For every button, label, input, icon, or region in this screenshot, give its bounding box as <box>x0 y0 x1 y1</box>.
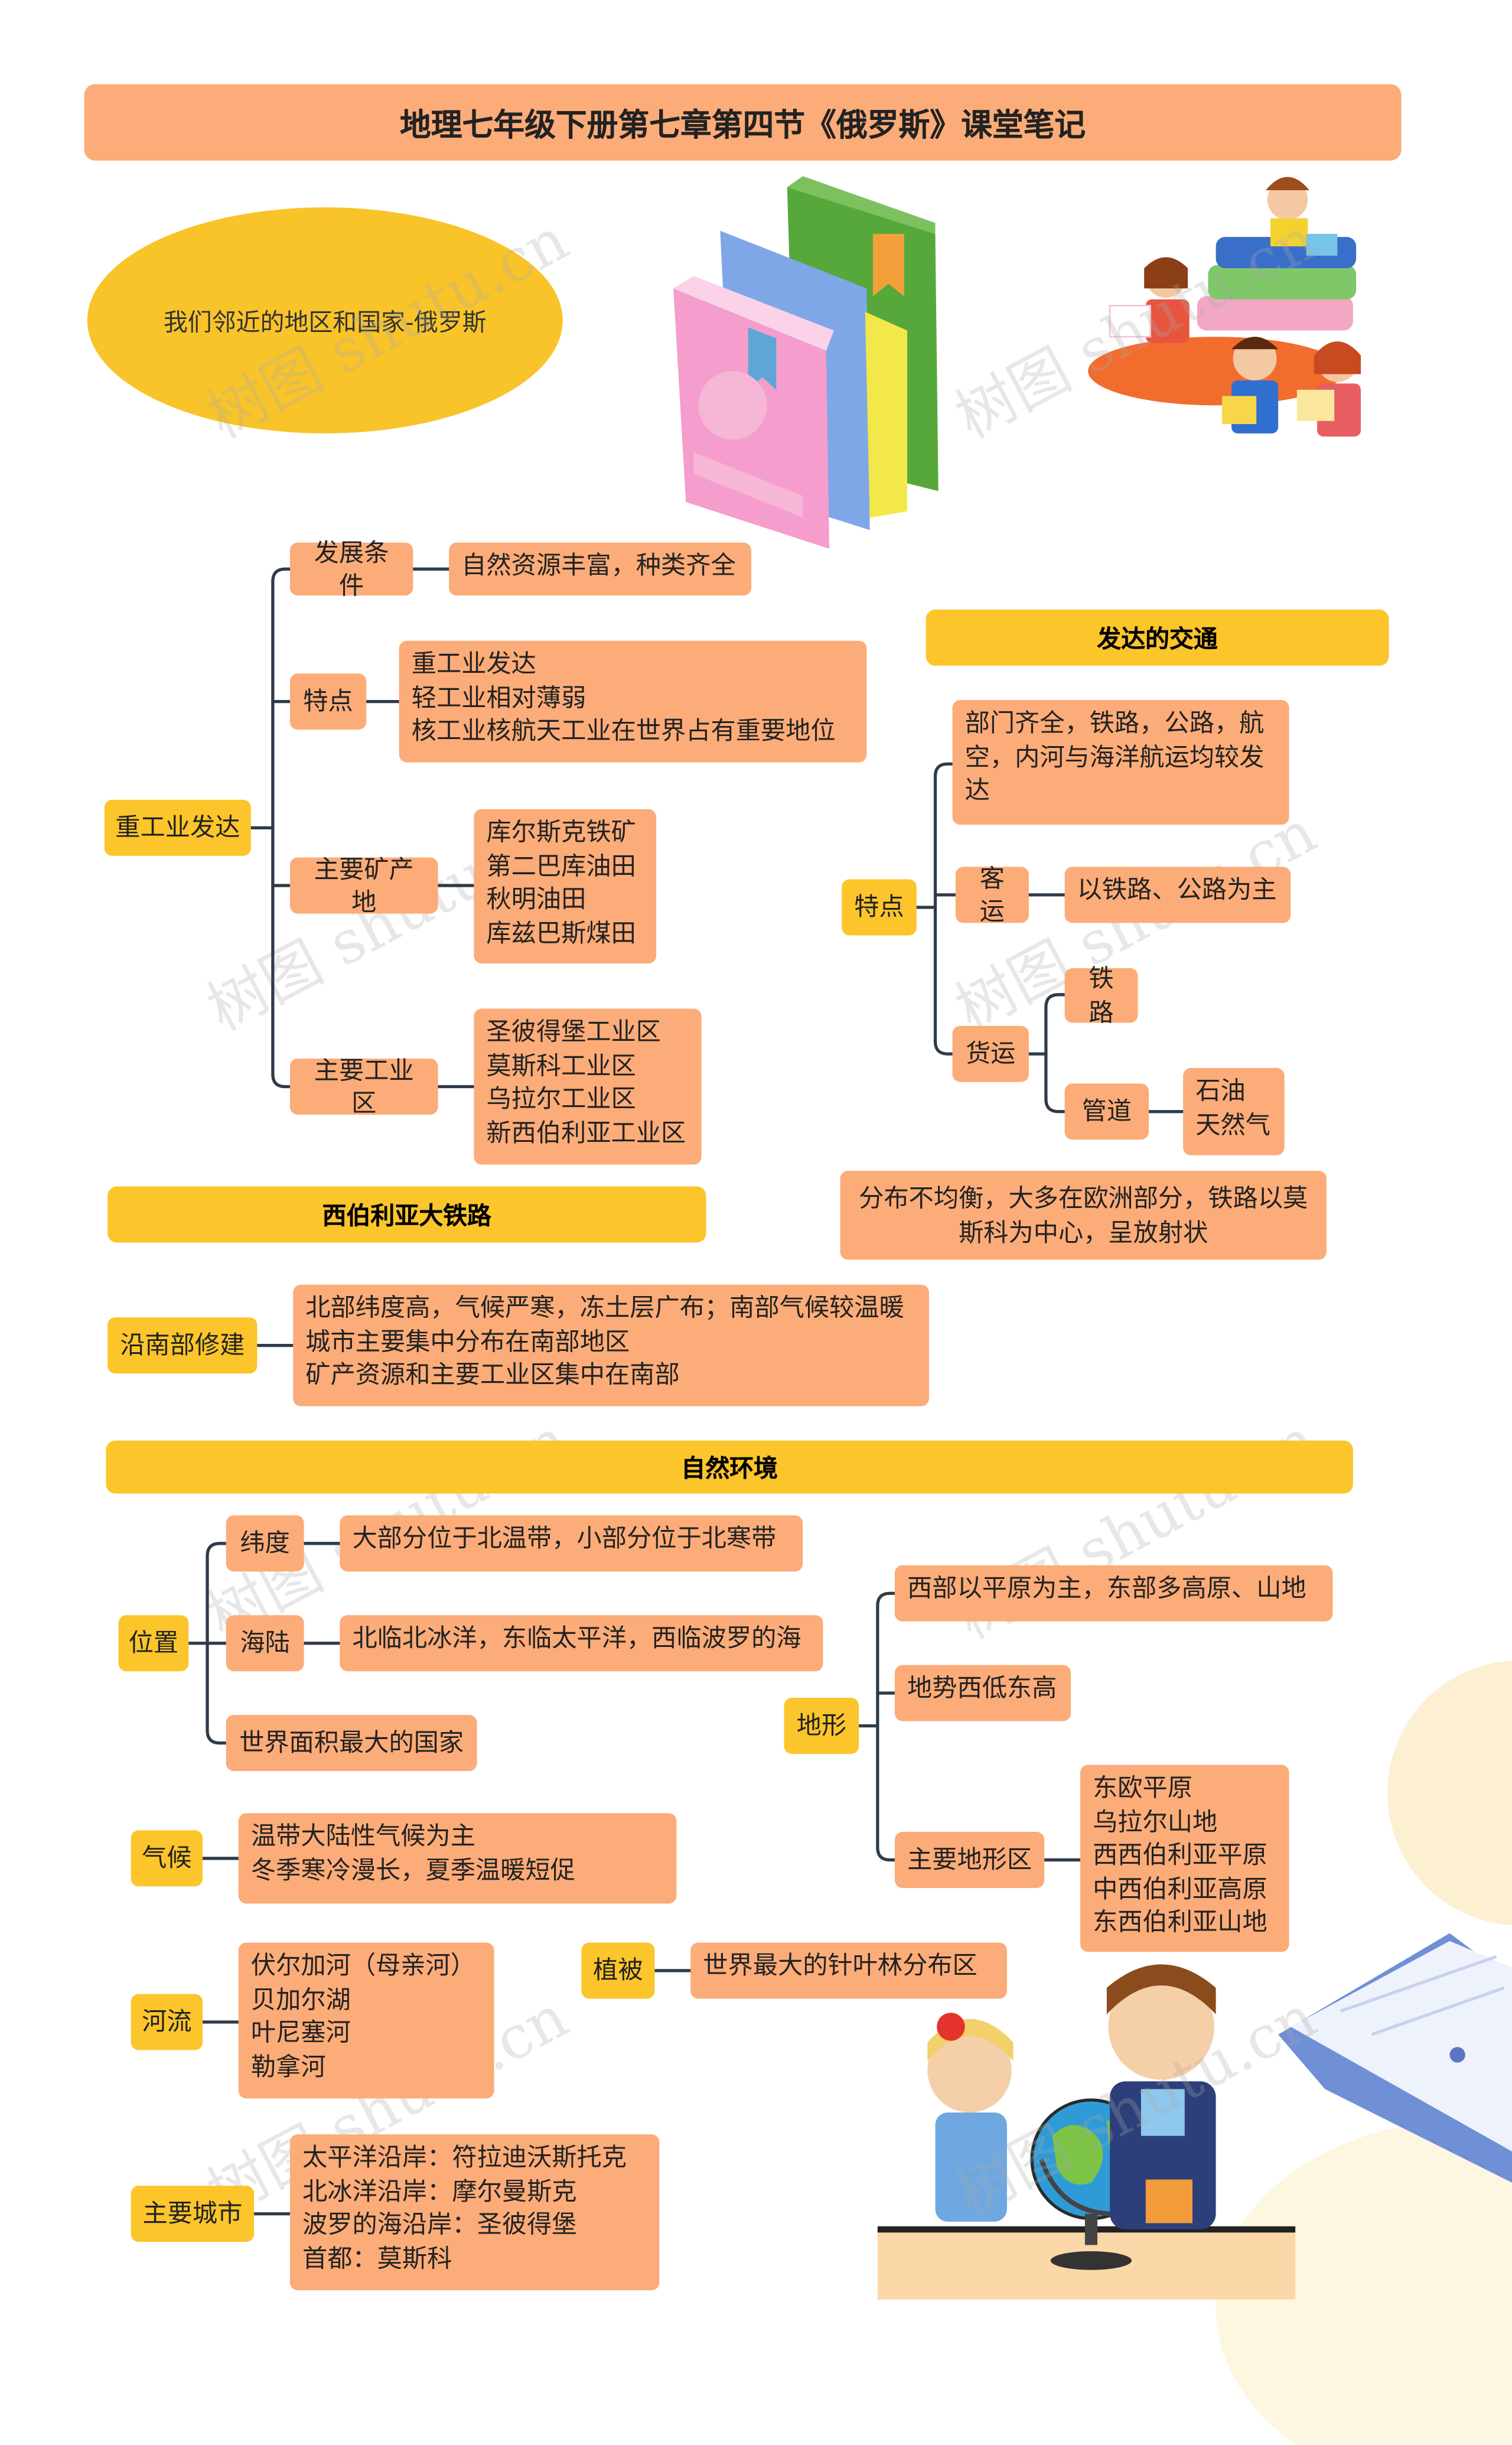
nature-header: 自然环境 <box>106 1440 1353 1494</box>
pipeline-node: 管道 <box>1064 1083 1149 1140</box>
position-root: 位置 <box>118 1615 189 1672</box>
river-value: 伏尔加河（母亲河） 贝加尔湖 叶尼塞河 勒拿河 <box>238 1942 494 2099</box>
siberia-value: 北部纬度高，气候严寒，冻土层广布；南部气候较温暖 城市主要集中分布在南部地区 矿… <box>293 1284 929 1407</box>
city-value: 太平洋沿岸：符拉迪沃斯托克 北冰洋沿岸：摩尔曼斯克 波罗的海沿岸：圣彼得堡 首都… <box>289 2134 660 2290</box>
terrain-item-1: 西部以平原为主，东部多高原、山地 <box>894 1565 1333 1622</box>
transport-header: 发达的交通 <box>926 609 1389 666</box>
city-root: 主要城市 <box>131 2186 255 2242</box>
vegetation-value: 世界最大的针叶林分布区 <box>690 1942 1007 1999</box>
latitude-label: 纬度 <box>226 1515 304 1572</box>
industrial-zone-value: 圣彼得堡工业区 莫斯科工业区 乌拉尔工业区 新西伯利亚工业区 <box>474 1008 702 1165</box>
river-root: 河流 <box>131 1994 203 2050</box>
dev-condition-value: 自然资源丰富，种类齐全 <box>449 542 752 596</box>
dev-condition-label: 发展条件 <box>289 537 413 600</box>
siberia-header: 西伯利亚大铁路 <box>107 1186 706 1243</box>
transport-distribution: 分布不均衡，大多在欧洲部分，铁路以莫斯科为中心，呈放射状 <box>840 1171 1327 1260</box>
passenger-label: 客运 <box>955 863 1029 926</box>
mineral-value: 库尔斯克铁矿 第二巴库油田 秋明油田 库兹巴斯煤田 <box>474 809 657 964</box>
vegetation-root: 植被 <box>581 1942 655 1999</box>
heavy-industry-root: 重工业发达 <box>104 799 251 856</box>
industrial-zone-label: 主要工业区 <box>289 1054 438 1118</box>
terrain-region-value: 东欧平原 乌拉尔山地 西西伯利亚平原 中西伯利亚高原 东西伯利亚山地 <box>1080 1764 1289 1952</box>
climate-value: 温带大陆性气候为主 冬季寒冷漫长，夏季温暖短促 <box>238 1813 677 1904</box>
feature-label: 特点 <box>289 673 367 730</box>
terrain-region-label: 主要地形区 <box>894 1832 1045 1889</box>
terrain-item-2: 地势西低东高 <box>894 1665 1071 1721</box>
transport-dept-value: 部门齐全，铁路，公路，航空，内河与海洋航运均较发达 <box>952 700 1289 825</box>
passenger-value: 以铁路、公路为主 <box>1064 867 1291 923</box>
rail-node: 铁路 <box>1064 963 1138 1027</box>
mineral-label: 主要矿产地 <box>289 854 438 917</box>
freight-label: 货运 <box>952 1025 1029 1082</box>
pipeline-value: 石油 天然气 <box>1183 1067 1285 1155</box>
sea-land-value: 北临北冰洋，东临太平洋，西临波罗的海 <box>340 1615 823 1672</box>
feature-value: 重工业发达 轻工业相对薄弱 核工业核航天工业在世界占有重要地位 <box>399 640 867 763</box>
latitude-value: 大部分位于北温带，小部分位于北寒带 <box>340 1515 803 1572</box>
transport-feature-root: 特点 <box>842 879 917 936</box>
sea-land-label: 海陆 <box>226 1615 304 1672</box>
area-node: 世界面积最大的国家 <box>226 1715 477 1772</box>
terrain-root: 地形 <box>784 1698 859 1754</box>
intro-oval: 我们邻近的地区和国家-俄罗斯 <box>87 207 563 434</box>
page-title: 地理七年级下册第七章第四节《俄罗斯》课堂笔记 <box>84 84 1402 161</box>
siberia-root: 沿南部修建 <box>107 1317 258 1374</box>
climate-root: 气候 <box>131 1830 203 1887</box>
